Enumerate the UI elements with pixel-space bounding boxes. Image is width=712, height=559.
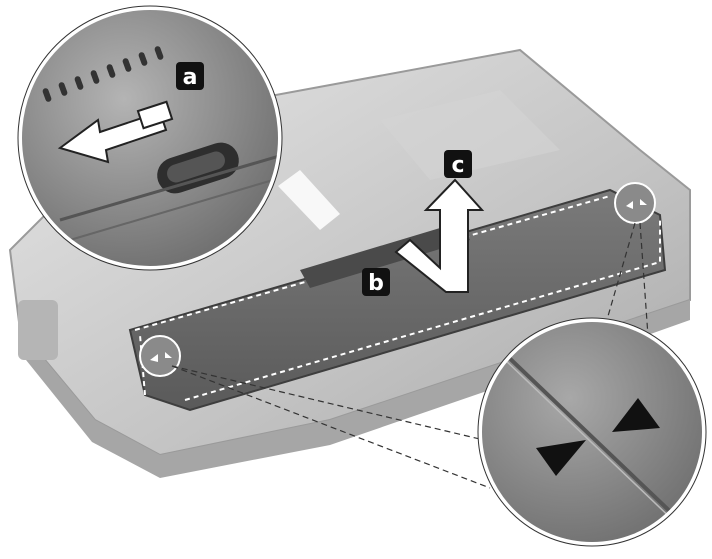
callout-b-label: b <box>368 271 384 296</box>
slide-arrow-icon <box>57 100 174 164</box>
magnifier-a <box>17 5 283 271</box>
magnifier-b-connectors <box>171 222 649 489</box>
lift-arrow-icon <box>394 178 485 293</box>
triangle-icon <box>612 398 660 432</box>
battery-slot-edge <box>300 222 470 288</box>
triangle-icon <box>536 440 586 476</box>
release-latch <box>157 142 239 194</box>
callout-a: a <box>176 62 204 90</box>
magnifier-a-connector <box>278 170 340 230</box>
side-port-area <box>18 300 58 360</box>
vent-slots <box>42 46 164 102</box>
callout-b: b <box>362 268 390 296</box>
callout-a-label: a <box>183 65 198 90</box>
callout-c-label: c <box>451 153 464 178</box>
battery-pack <box>128 188 667 412</box>
alignment-circle-right <box>614 182 656 224</box>
magnifier-b <box>477 317 707 547</box>
callout-c: c <box>444 150 472 178</box>
alignment-circle-left <box>139 335 181 377</box>
